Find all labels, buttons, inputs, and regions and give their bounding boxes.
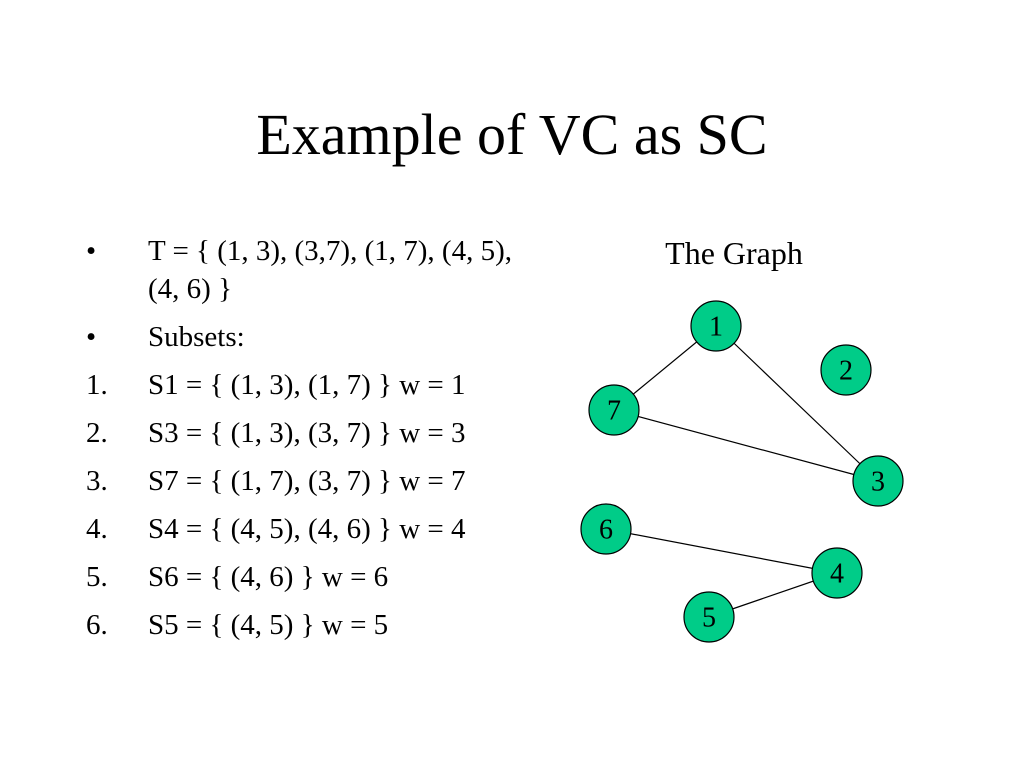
edge-4-5 [708, 572, 838, 618]
node-label: 5 [702, 603, 716, 634]
graph-edges [605, 325, 879, 618]
graph-node: 1 [690, 300, 742, 352]
node-circle [820, 344, 872, 396]
list-item-text: S5 = { (4, 5) } w = 5 [148, 609, 389, 641]
graph-node: 3 [852, 455, 904, 507]
list-marker: 1. [86, 369, 108, 401]
list-marker: 5. [86, 561, 108, 593]
graph-node: 6 [580, 503, 632, 555]
list-item-text: S3 = { (1, 3), (3, 7) } w = 3 [148, 417, 466, 449]
list-marker: 6. [86, 609, 108, 641]
graph-node: 2 [820, 344, 872, 396]
node-label: 6 [599, 515, 613, 546]
node-circle [580, 503, 632, 555]
node-label: 4 [830, 559, 844, 590]
list-item-text: S4 = { (4, 5), (4, 6) } w = 4 [148, 513, 466, 545]
node-circle [683, 591, 735, 643]
list-item-text: T = { (1, 3), (3,7), (1, 7), (4, 5), (4,… [148, 235, 512, 305]
node-circle [852, 455, 904, 507]
node-label: 7 [607, 396, 621, 427]
list-marker: 3. [86, 465, 108, 497]
list-marker: 4. [86, 513, 108, 545]
graph-node: 4 [811, 547, 863, 599]
list-item: 1. S1 = { (1, 3), (1, 7) } w = 1 [86, 366, 546, 404]
node-circle [811, 547, 863, 599]
list-marker: • [86, 235, 97, 267]
node-label: 2 [839, 356, 853, 387]
list-item-text: S6 = { (4, 6) } w = 6 [148, 561, 389, 593]
edge-6-4 [605, 528, 838, 574]
subset-list: • T = { (1, 3), (3,7), (1, 7), (4, 5), (… [86, 232, 546, 654]
list-item: • T = { (1, 3), (3,7), (1, 7), (4, 5), (… [86, 232, 546, 308]
node-label: 1 [709, 312, 723, 343]
graph-node: 7 [588, 384, 640, 436]
edge-1-7 [613, 325, 717, 411]
list-item: • Subsets: [86, 318, 546, 356]
list-item-text: S1 = { (1, 3), (1, 7) } w = 1 [148, 369, 466, 401]
list-item: 2. S3 = { (1, 3), (3, 7) } w = 3 [86, 414, 546, 452]
edge-1-3 [715, 325, 879, 482]
list-marker: • [86, 321, 97, 353]
graph-caption: The Graph [665, 235, 803, 271]
list-item: 5. S6 = { (4, 6) } w = 6 [86, 558, 546, 596]
node-label: 3 [871, 467, 885, 498]
list-item-text: Subsets: [148, 321, 245, 353]
node-circle [690, 300, 742, 352]
edge-7-3 [613, 409, 879, 482]
list-item: 6. S5 = { (4, 5) } w = 5 [86, 606, 546, 644]
list-item: 4. S4 = { (4, 5), (4, 6) } w = 4 [86, 510, 546, 548]
node-circle [588, 384, 640, 436]
list-item-text: S7 = { (1, 7), (3, 7) } w = 7 [148, 465, 466, 497]
slide-title: Example of VC as SC [256, 102, 768, 167]
graph-node: 5 [683, 591, 735, 643]
list-marker: 2. [86, 417, 108, 449]
list-item: 3. S7 = { (1, 7), (3, 7) } w = 7 [86, 462, 546, 500]
